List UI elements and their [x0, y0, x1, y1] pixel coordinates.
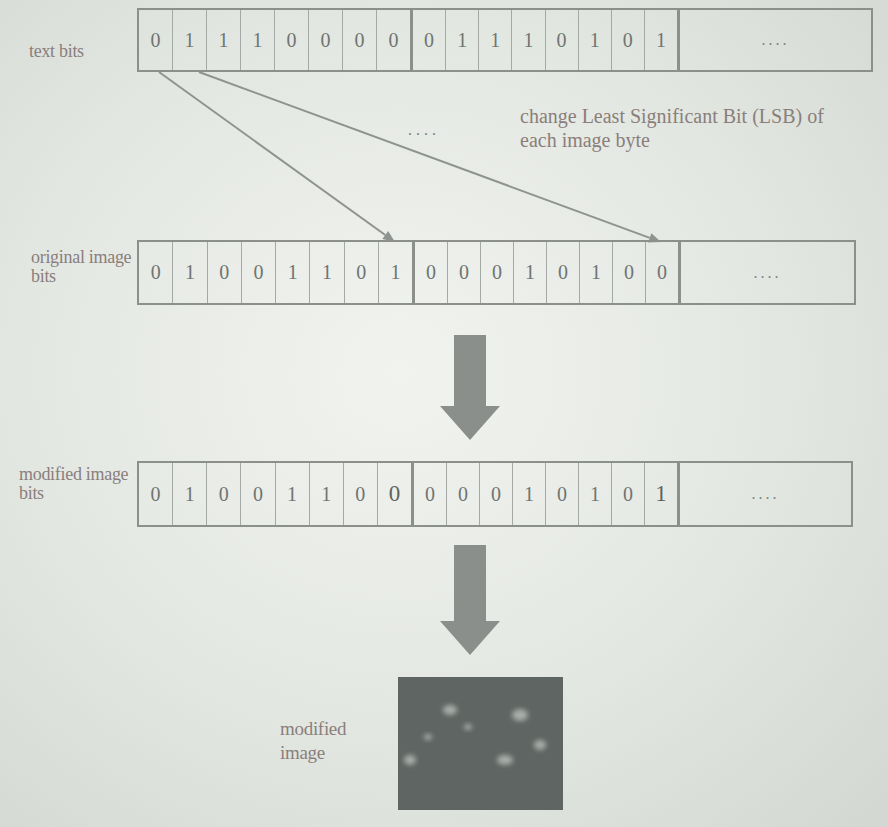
image-illustration [398, 677, 563, 810]
bit-cell: 1 [478, 10, 511, 70]
image-blob [404, 755, 416, 765]
bit-row: original image bits0100110100010100.... [137, 240, 856, 305]
bit-row: text bits0111000001110101.... [137, 8, 873, 72]
row-label: modified image bits [19, 465, 133, 503]
bit-cell: 0 [645, 242, 678, 303]
bit-cell: 1 [275, 463, 309, 525]
bit-cell: 1 [309, 242, 343, 303]
ellipsis-cell: .... [680, 10, 871, 70]
bit-cell: 1 [172, 242, 206, 303]
image-blob [534, 740, 546, 750]
image-blob [464, 724, 472, 730]
block-arrow-shape [440, 335, 500, 440]
bit-cell: 0 [447, 242, 480, 303]
row-label: original image bits [31, 248, 135, 286]
bit-cell: 0 [480, 242, 513, 303]
bit-cell: 0 [546, 242, 579, 303]
bit-cell: 0 [376, 10, 410, 70]
bit-cell: 0 [611, 463, 644, 525]
bit-cell: 1 [579, 242, 612, 303]
bit-cell: 1 [206, 10, 240, 70]
bit-cell: 0 [241, 242, 275, 303]
byte-cell-group: .... [678, 242, 854, 303]
block-arrow [440, 335, 500, 440]
bit-cell: 0 [139, 463, 172, 525]
block-arrow [440, 545, 500, 655]
bit-cell: 0 [545, 10, 578, 70]
row-label: text bits [29, 42, 133, 61]
note-label: change Least Significant Bit (LSB) of ea… [520, 104, 865, 152]
pointer-arrow [159, 72, 395, 242]
bit-cell: 0 [344, 242, 378, 303]
bit-cell: 0 [413, 10, 445, 70]
bit-row: modified image bits0100110000010101.... [137, 461, 853, 527]
bit-cell: 1 [275, 242, 309, 303]
bit-cell: 0 [479, 463, 512, 525]
pointer-line [159, 72, 385, 235]
bit-cell: 1 [172, 463, 206, 525]
byte-cell-group: 00010101 [411, 463, 677, 525]
ellipsis-cell: .... [680, 463, 851, 525]
bit-cell: 1 [644, 10, 677, 70]
bit-cell: 1 [513, 242, 546, 303]
byte-cell-group: 01001101 [139, 242, 412, 303]
image-ground [398, 677, 563, 810]
bit-cell: 0 [206, 463, 240, 525]
bit-cell: 0 [611, 10, 644, 70]
bit-cell: 0 [308, 10, 342, 70]
bit-cell: 1 [578, 10, 611, 70]
bit-cell: 0 [240, 463, 274, 525]
bit-cell: 1 [445, 10, 478, 70]
byte-cell-group: 01001100 [139, 463, 411, 525]
image-blob [497, 755, 513, 765]
pointer-arrow [199, 72, 661, 243]
bit-cell: 0 [415, 242, 447, 303]
bit-cell: 0 [274, 10, 308, 70]
pointer-line [199, 72, 650, 238]
image-blob [512, 709, 528, 721]
bit-cell: 0 [377, 463, 411, 525]
bit-cell: 1 [378, 242, 412, 303]
bit-cell: 0 [612, 242, 645, 303]
bit-cell: 0 [139, 242, 172, 303]
ellipsis-cell: .... [681, 242, 854, 303]
byte-cell-group: .... [677, 463, 851, 525]
byte-cell-group: 01110101 [410, 10, 677, 70]
byte-cell-group: .... [677, 10, 871, 70]
bit-cell: 0 [545, 463, 578, 525]
byte-cell-group: 00010100 [412, 242, 678, 303]
bit-cell: 1 [172, 10, 206, 70]
ellipsis-label: .... [408, 118, 472, 142]
image-blob [443, 705, 457, 715]
bit-cell: 0 [342, 10, 376, 70]
bit-cell: 1 [511, 10, 544, 70]
image-thumbnail: modified image [398, 677, 563, 810]
bit-cell: 1 [578, 463, 611, 525]
bit-cell: 0 [207, 242, 241, 303]
byte-cell-group: 01110000 [139, 10, 410, 70]
bit-cell: 1 [644, 463, 677, 525]
bit-cell: 0 [446, 463, 479, 525]
bit-cell: 0 [414, 463, 446, 525]
bit-cell: 1 [240, 10, 274, 70]
bit-cell: 0 [139, 10, 172, 70]
image-label: modified image [280, 717, 384, 765]
block-arrow-shape [440, 545, 500, 655]
bit-cell: 1 [512, 463, 545, 525]
bit-cell: 0 [343, 463, 377, 525]
image-blob [424, 734, 432, 740]
bit-cell: 1 [309, 463, 343, 525]
